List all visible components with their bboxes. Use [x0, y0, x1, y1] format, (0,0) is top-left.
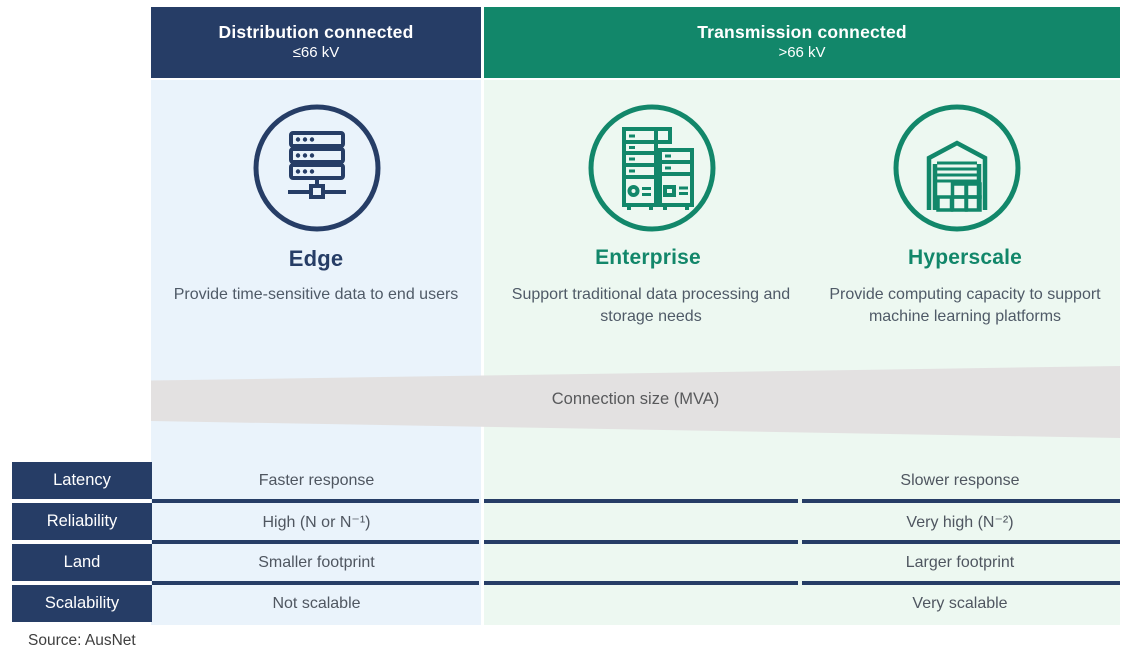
column-title-enterprise: Enterprise — [595, 246, 701, 269]
server-cabinets-icon — [586, 102, 718, 234]
row-separator-line — [152, 499, 1120, 503]
row-label-reliability: Reliability — [12, 503, 152, 540]
comparison-row-land: Land Smaller footprint Larger footprint — [0, 544, 1131, 581]
row-separator-line — [152, 581, 1120, 585]
row-label-scalability: Scalability — [12, 585, 152, 622]
connection-size-wedge — [151, 366, 1120, 438]
source-note: Source: AusNet — [28, 632, 136, 649]
row-latency-right-value: Slower response — [900, 471, 1020, 489]
row-scalability-left-value: Not scalable — [272, 594, 361, 612]
row-scalability-right-value: Very scalable — [912, 594, 1008, 612]
warehouse-icon — [891, 102, 1023, 234]
column-title-hyperscale: Hyperscale — [907, 246, 1023, 269]
header-distribution-subtitle: ≤66 kV — [292, 44, 340, 62]
header-distribution-connected: Distribution connected ≤66 kV — [151, 7, 481, 78]
column-title-edge: Edge — [288, 246, 344, 271]
connection-size-label: Connection size (MVA) — [551, 390, 720, 408]
distribution-column-background — [151, 80, 481, 625]
column-description-enterprise: Support traditional data processing and … — [511, 286, 791, 325]
comparison-row-scalability: Scalability Not scalable Very scalable — [0, 585, 1131, 622]
row-reliability-right-value: Very high (N⁻²) — [906, 513, 1014, 531]
header-distribution-title: Distribution connected — [218, 22, 414, 43]
row-latency-left-value: Faster response — [258, 471, 375, 489]
row-reliability-left-value: High (N or N⁻¹) — [262, 513, 371, 531]
comparison-row-latency: Latency Faster response Slower response — [0, 462, 1131, 499]
header-transmission-title: Transmission connected — [697, 22, 907, 43]
server-stack-icon — [251, 102, 383, 234]
row-separator-line — [152, 540, 1120, 544]
column-description-edge: Provide time-sensitive data to end users — [173, 286, 459, 303]
column-description-hyperscale: Provide computing capacity to support ma… — [829, 286, 1101, 325]
row-land-right-value: Larger footprint — [905, 553, 1015, 571]
row-label-land: Land — [12, 544, 152, 581]
comparison-row-reliability: Reliability High (N or N⁻¹) Very high (N… — [0, 503, 1131, 540]
row-label-latency: Latency — [12, 462, 152, 499]
header-transmission-subtitle: >66 kV — [778, 44, 826, 62]
header-transmission-connected: Transmission connected >66 kV — [484, 7, 1120, 78]
row-land-left-value: Smaller footprint — [258, 553, 375, 571]
